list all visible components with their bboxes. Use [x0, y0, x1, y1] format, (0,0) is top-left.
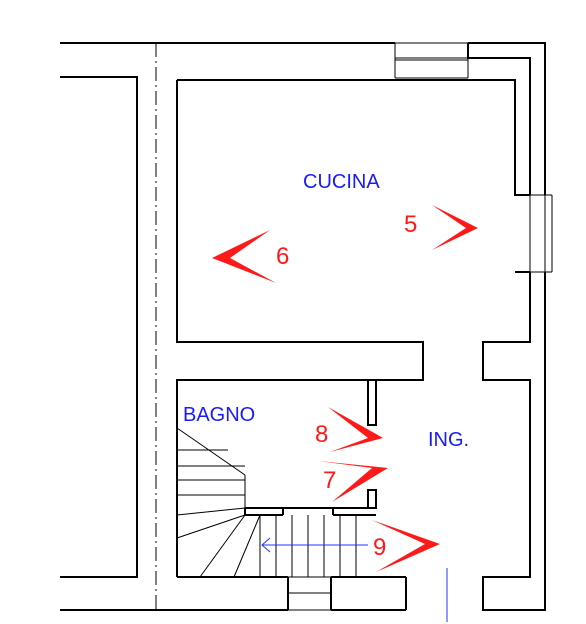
bathroom-partition — [244, 379, 377, 516]
marker-6-arrow — [212, 230, 276, 283]
outer-wall — [60, 42, 546, 611]
bottom-door — [287, 576, 332, 611]
right-window — [529, 194, 553, 273]
marker-9-arrow — [372, 520, 440, 572]
room-label-entrance: ING. — [428, 429, 469, 451]
top-window — [394, 42, 469, 79]
stair-direction-arrow — [261, 537, 368, 553]
marker-label-5: 5 — [404, 211, 417, 238]
marker-label-9: 9 — [373, 534, 386, 561]
marker-7-arrow — [318, 461, 388, 502]
bottom-wall-segment — [177, 576, 407, 610]
marker-label-7: 7 — [323, 467, 336, 494]
marker-8-arrow — [328, 407, 383, 452]
marker-5-arrow — [432, 205, 478, 250]
left-wall — [60, 76, 406, 611]
marker-label-6: 6 — [276, 243, 289, 270]
room-label-bathroom: BAGNO — [183, 404, 255, 426]
kitchen-wall — [176, 79, 530, 577]
marker-label-8: 8 — [315, 421, 328, 448]
room-label-kitchen: CUCINA — [303, 171, 380, 193]
staircase — [176, 427, 357, 578]
